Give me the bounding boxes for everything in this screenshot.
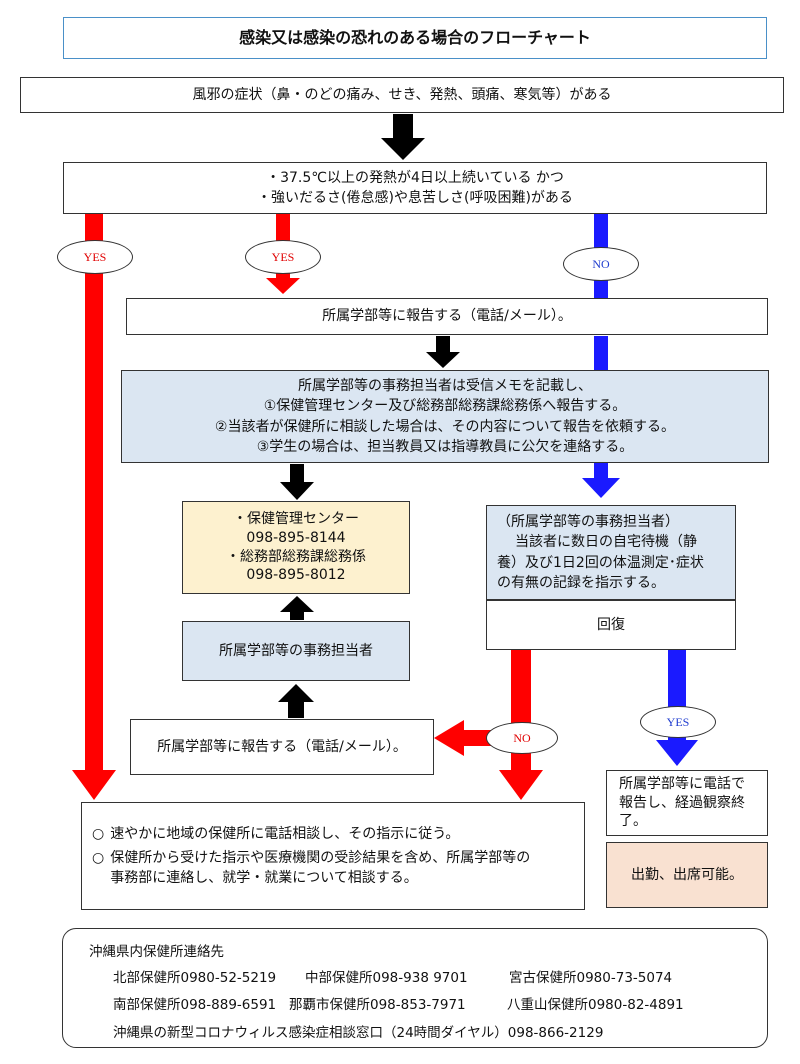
office-staff-box: 所属学部等の事務担当者 — [182, 621, 410, 681]
home-wait-box: （所属学部等の事務担当者） 当該者に数日の自宅待機（静 養）及び1日2回の体温測… — [486, 505, 736, 600]
footer-contact: 八重山保健所0980-82-4891 — [507, 997, 684, 1013]
attend-box: 出勤、出席可能。 — [606, 842, 768, 908]
chart-title: 感染又は感染の恐れのある場合のフローチャート — [63, 17, 767, 59]
report-box-1: 所属学部等に報告する（電話/メール）。 — [126, 298, 768, 335]
footer-hotline: 沖縄県の新型コロナウィルス感染症相談窓口（24時間ダイヤル）098-866-21… — [113, 1025, 604, 1041]
footer-contact: 北部保健所0980-52-5219 — [113, 970, 277, 986]
footer-heading: 沖縄県内保健所連絡先 — [89, 944, 224, 960]
arrow-down-blue-main — [582, 462, 620, 498]
contact-numbers-box: ・保健管理センター 098-895-8144 ・総務部総務課総務係 098-89… — [182, 501, 410, 594]
arrow-down-black-3 — [280, 464, 314, 500]
no-label-lower: NO — [486, 722, 558, 754]
arrow-up-black-1 — [280, 596, 314, 620]
phone-report-box: 所属学部等に電話で 報告し、経過観察終 了。 — [606, 770, 768, 836]
footer-contact: 南部保健所098-889-6591 — [113, 997, 277, 1013]
footer-contact: 宮古保健所0980-73-5074 — [509, 970, 673, 986]
footer-contacts: 沖縄県内保健所連絡先 北部保健所0980-52-5219 中部保健所098-93… — [62, 928, 768, 1048]
arrow-down-red-long — [72, 214, 116, 800]
yes-label-middle: YES — [245, 240, 321, 274]
arrow-down-black-2 — [426, 336, 460, 368]
symptoms-box: 風邪の症状（鼻・のどの痛み、せき、発熱、頭痛、寒気等）がある — [20, 77, 784, 113]
report-box-2: 所属学部等に報告する（電話/メール）。 — [130, 719, 434, 775]
no-label-right: NO — [563, 247, 639, 281]
footer-contact: 那覇市保健所098-853-7971 — [289, 997, 466, 1013]
arrow-up-black-2 — [278, 684, 314, 718]
office-memo-box: 所属学部等の事務担当者は受信メモを記載し、 ①保健管理センター及び総務部総務課総… — [121, 370, 769, 463]
arrow-blue-shaft-2 — [594, 336, 608, 372]
health-center-box: ○ 速やかに地域の保健所に電話相談し、その指示に従う。 ○ 保健所から受けた指示… — [81, 802, 585, 910]
yes-label-left: YES — [57, 240, 133, 274]
yes-label-lower: YES — [640, 706, 716, 738]
footer-contact: 中部保健所098-938 9701 — [305, 970, 468, 986]
arrow-down-black — [381, 114, 425, 160]
arrow-left-red — [434, 720, 512, 756]
recovery-box: 回復 — [486, 600, 736, 650]
criteria-box: ・37.5℃以上の発熱が4日以上続いている かつ ・強いだるさ(倦怠感)や息苦し… — [63, 162, 767, 214]
